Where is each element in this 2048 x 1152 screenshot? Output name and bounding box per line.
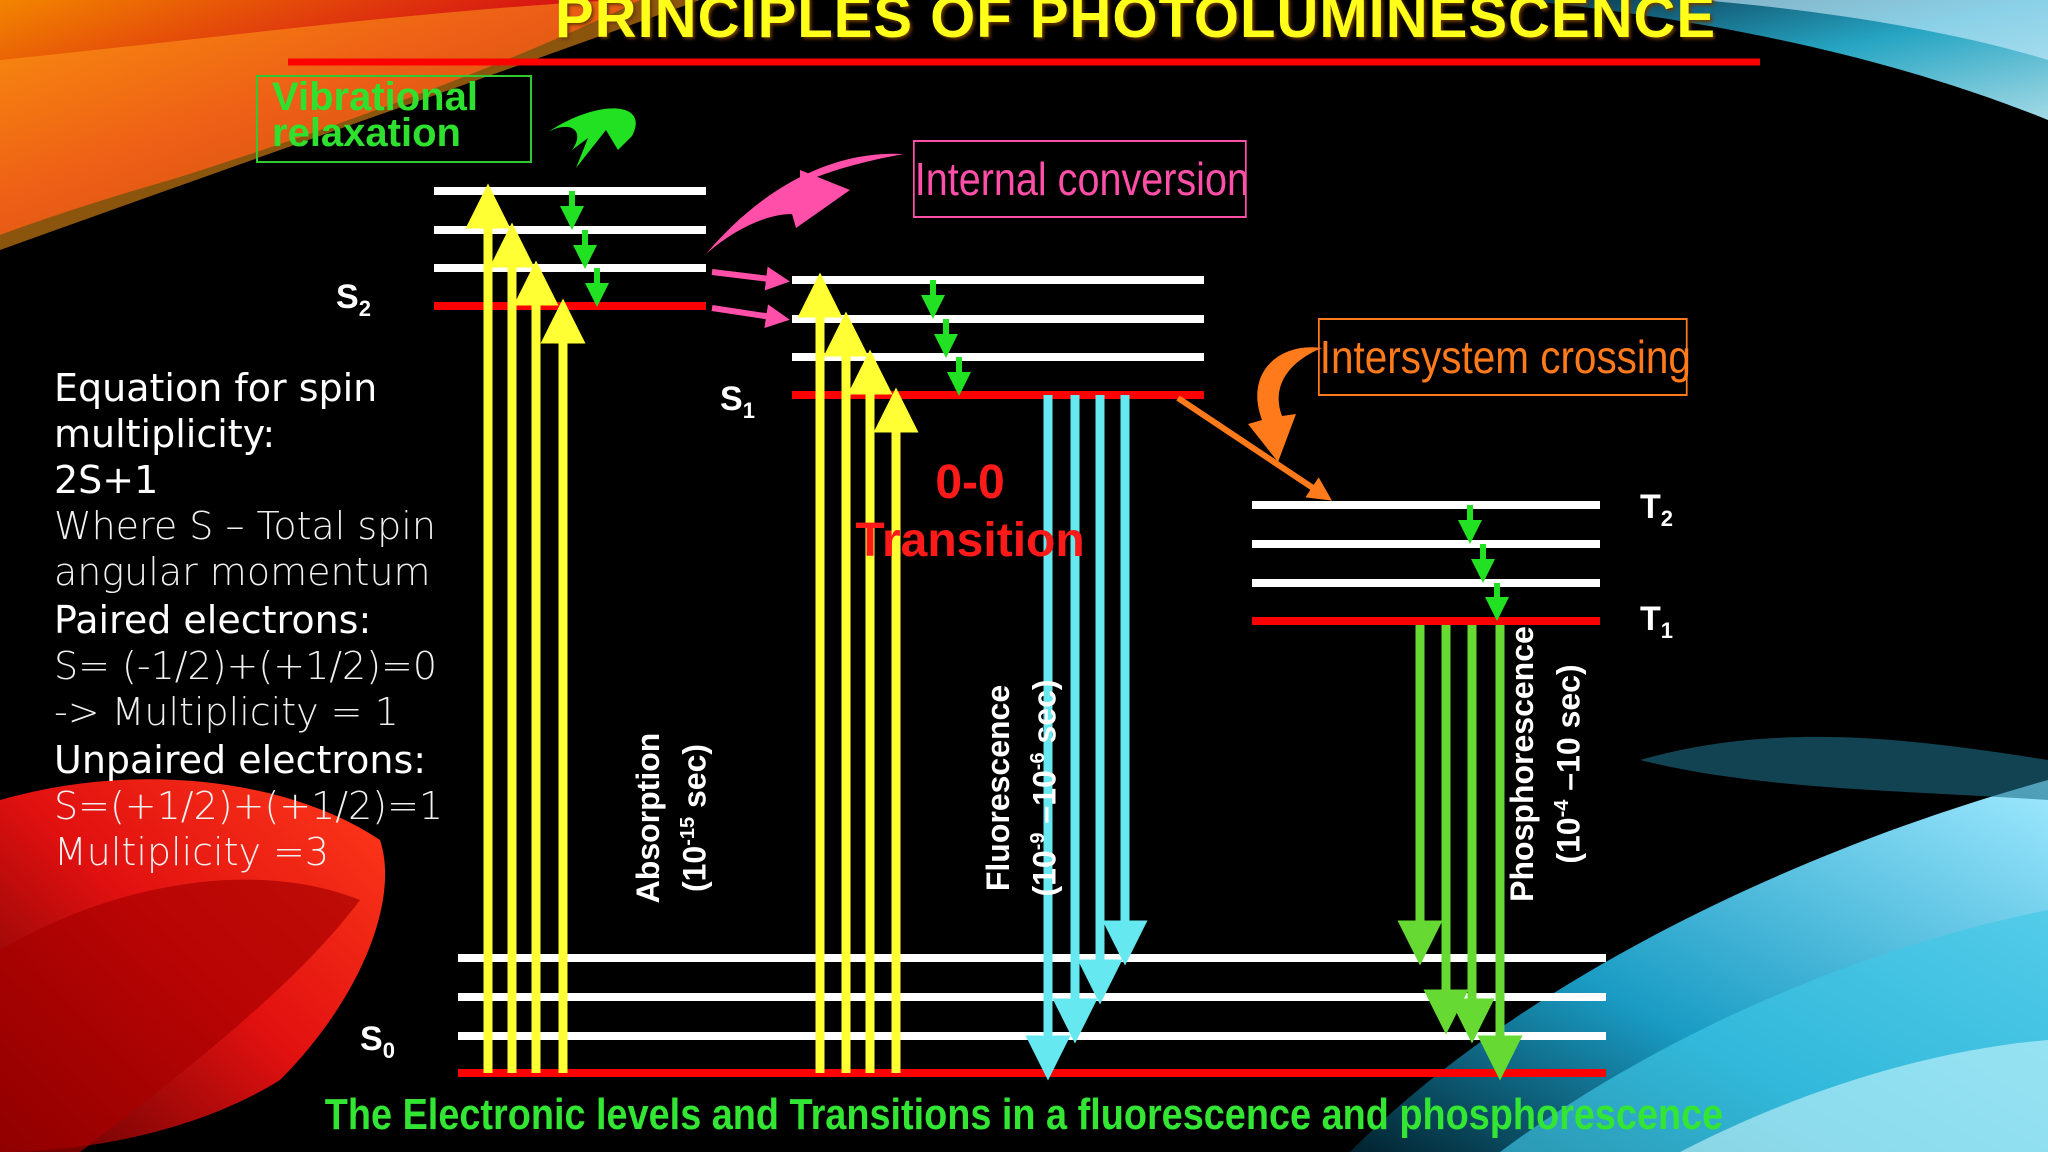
fluorescence-label: Fluorescence (10-9 –10-6 sec)	[978, 638, 1063, 938]
t-levels	[1252, 501, 1600, 625]
intersystem-crossing-arrow	[1176, 395, 1332, 501]
paired-calc: S= (-1/2)+(+1/2)=0	[54, 644, 438, 688]
paired-heading: Paired electrons:	[54, 598, 372, 642]
spin-multiplicity-notes: Equation for spin multiplicity: 2S+1 Whe…	[54, 365, 474, 875]
internal-conversion-callout-arrow	[706, 153, 904, 254]
fluorescence-arrows	[1025, 395, 1148, 1081]
zero-zero-transition-label: 0-0 Transition	[850, 454, 1090, 570]
fluorescence-timescale: (10-9 –10-6 sec)	[1026, 679, 1063, 897]
intersystem-crossing-label: Intersystem crossing	[1318, 318, 1691, 396]
zero-zero-line1: 0-0	[935, 456, 1005, 509]
state-label-s2: S2	[336, 278, 371, 321]
absorption-arrows-s2	[465, 183, 586, 1073]
paired-result: -> Multiplicity = 1	[54, 690, 399, 734]
intersystem-crossing-callout-arrow	[1248, 347, 1322, 462]
phosphorescence-arrows	[1397, 625, 1523, 1081]
fluorescence-name: Fluorescence	[980, 684, 1016, 892]
vibrational-callout-arrow	[548, 108, 636, 168]
internal-conversion-arrows	[711, 266, 790, 329]
vibrational-relaxation-label: Vibrational relaxation	[256, 75, 532, 163]
absorption-arrows-s1	[797, 272, 919, 1073]
equation-heading: Equation for spin multiplicity:	[54, 366, 378, 456]
absorption-name: Absorption	[630, 732, 666, 904]
state-label-s1: S1	[720, 380, 755, 423]
phosphorescence-name: Phosphorescence	[1504, 626, 1540, 902]
unpaired-calc: S=(+1/2)+(+1/2)=1	[54, 784, 444, 828]
equation-where: Where S – Total spin angular momentum	[54, 504, 436, 594]
page-title: PRINCIPLES OF PHOTOLUMINESCENCE	[555, 0, 1717, 50]
unpaired-heading: Unpaired electrons:	[54, 738, 427, 782]
absorption-timescale: (10-15 sec)	[676, 743, 713, 893]
state-label-t2: T2	[1640, 488, 1674, 531]
vibrational-relaxation-arrows	[560, 191, 1509, 621]
equation-formula: 2S+1	[54, 458, 159, 502]
vibrational-relaxation-line2: relaxation	[272, 111, 461, 155]
phosphorescence-timescale: (10-4 –10 sec)	[1550, 664, 1587, 864]
state-label-s0: S0	[360, 1020, 395, 1063]
internal-conversion-label: Internal conversion	[913, 140, 1249, 218]
absorption-label: Absorption (10-15 sec)	[628, 688, 713, 948]
s1-levels	[792, 276, 1204, 399]
state-label-t1: T1	[1640, 600, 1674, 643]
zero-zero-line2: Transition	[855, 514, 1085, 567]
vibrational-relaxation-line1: Vibrational	[272, 75, 478, 119]
unpaired-result: Multiplicity =3	[54, 830, 330, 874]
figure-caption: The Electronic levels and Transitions in…	[324, 1090, 1724, 1139]
s0-levels	[458, 954, 1606, 1077]
phosphorescence-label: Phosphorescence (10-4 –10 sec)	[1502, 614, 1587, 914]
